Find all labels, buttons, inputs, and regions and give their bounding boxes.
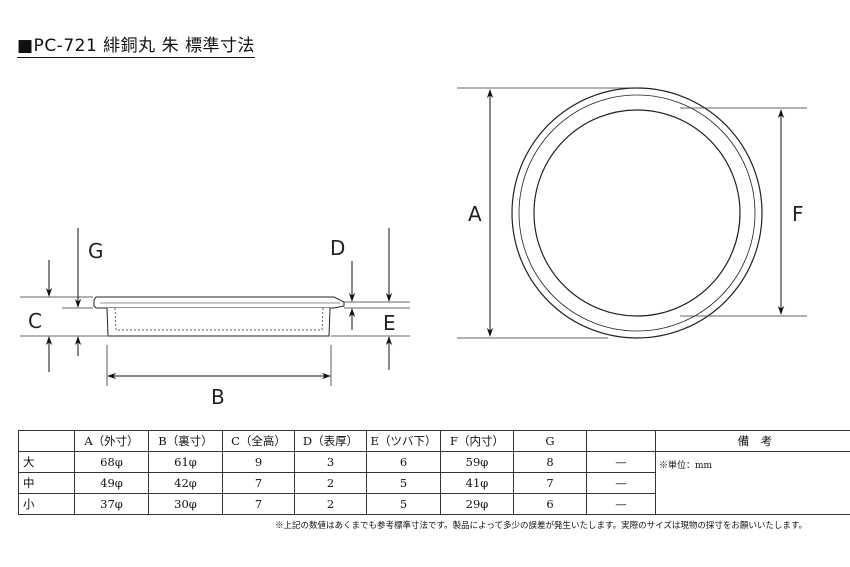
table-cell: 2 (294, 472, 367, 494)
table-cell: 8 (513, 451, 587, 473)
table-cell: 2 (294, 493, 367, 515)
table-header-remarks: 備 考 (655, 430, 850, 452)
table-header: A（外寸） (74, 430, 149, 452)
page-title: ■PC-721 緋銅丸 朱 標準寸法 (17, 36, 255, 58)
table-header: D（表厚） (294, 430, 367, 452)
table-cell: 59φ (440, 451, 514, 473)
table-cell: 3 (294, 451, 367, 473)
label-f: F (792, 202, 804, 226)
table-row: 小 37φ 30φ 7 2 5 29φ 6 — (18, 493, 850, 515)
table-cell: 68φ (74, 451, 149, 473)
table-cell: — (586, 493, 656, 515)
table-header: E（ツバ下） (366, 430, 441, 452)
table-cell: 42φ (148, 472, 223, 494)
table-cell: 7 (222, 493, 295, 515)
table-cell: 41φ (440, 472, 514, 494)
label-c: C (28, 309, 42, 333)
spec-table: A（外寸） B（裏寸） C（全高） D（表厚） E（ツバ下） F（内寸） G 備… (18, 430, 850, 515)
table-cell: 7 (513, 472, 587, 494)
label-d: D (330, 236, 345, 260)
table-cell: 5 (366, 472, 441, 494)
dimension-drawing: G C D E B A F (20, 87, 807, 409)
table-header (586, 430, 656, 452)
table-cell: 49φ (74, 472, 149, 494)
table-header (18, 430, 75, 452)
label-a: A (468, 202, 482, 226)
row-size-label: 中 (18, 472, 75, 494)
table-cell: 6 (513, 493, 587, 515)
remarks-cell: ※単位：mm (655, 451, 850, 515)
table-cell: 6 (366, 451, 441, 473)
table-cell: 30φ (148, 493, 223, 515)
table-header: G (513, 430, 587, 452)
footnote: ※上記の数値はあくまでも参考標準寸法です。製品によって多少の誤差が発生いたします… (275, 521, 808, 531)
table-cell: 37φ (74, 493, 149, 515)
table-row: 大 68φ 61φ 9 3 6 59φ 8 — ※単位：mm (18, 451, 850, 515)
label-e: E (383, 311, 396, 335)
table-header-row: A（外寸） B（裏寸） C（全高） D（表厚） E（ツバ下） F（内寸） G 備… (18, 430, 850, 452)
table-cell: 61φ (148, 451, 223, 473)
table-cell: 7 (222, 472, 295, 494)
label-b: B (211, 385, 225, 409)
side-profile (93, 296, 345, 337)
table-cell: 29φ (440, 493, 514, 515)
row-size-label: 大 (18, 451, 75, 473)
table-cell: 9 (222, 451, 295, 473)
top-view-ring (511, 87, 763, 339)
table-cell: 5 (366, 493, 441, 515)
label-g: G (88, 239, 104, 263)
row-size-label: 小 (18, 493, 75, 515)
table-header: B（裏寸） (148, 430, 223, 452)
table-header: F（内寸） (440, 430, 514, 452)
table-header: C（全高） (222, 430, 295, 452)
table-row: 中 49φ 42φ 7 2 5 41φ 7 — (18, 472, 850, 494)
table-cell: — (586, 472, 656, 494)
table-cell: — (586, 451, 656, 473)
